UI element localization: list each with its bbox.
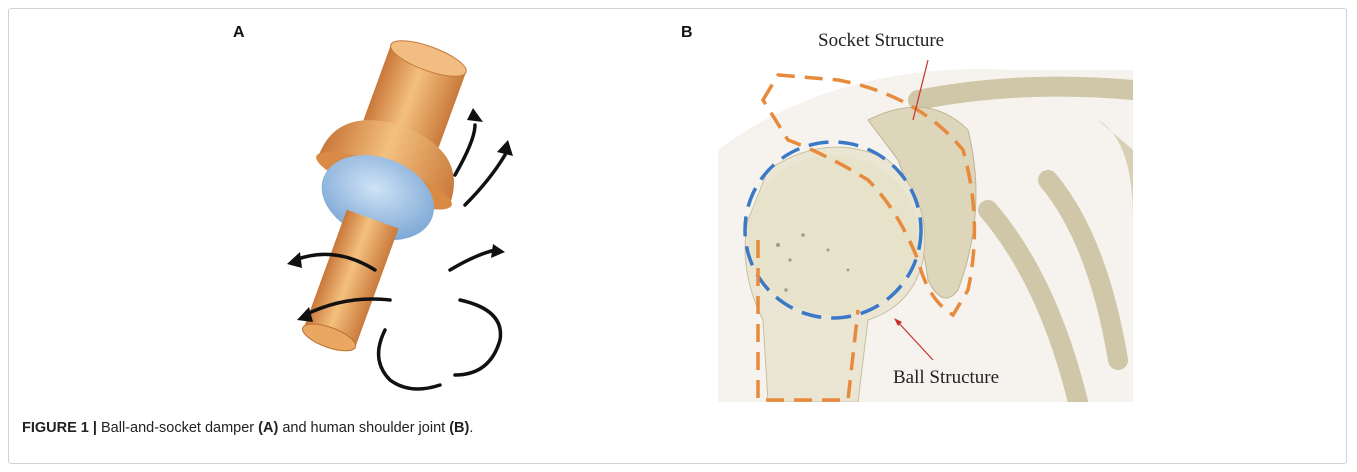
- panel-b-label: B: [681, 24, 693, 42]
- caption-text-2: and human shoulder joint: [278, 420, 449, 436]
- caption-text-1: Ball-and-socket damper: [97, 420, 258, 436]
- socket-structure-label: Socket Structure: [818, 30, 944, 52]
- caption-ref-b: (B): [449, 420, 469, 436]
- shoulder-joint-illustration: [718, 60, 1133, 402]
- caption-ref-a: (A): [258, 420, 278, 436]
- ball-and-socket-damper-illustration: [205, 30, 565, 410]
- ball-structure-label: Ball Structure: [893, 367, 999, 389]
- figure-caption: FIGURE 1 | Ball-and-socket damper (A) an…: [22, 420, 473, 436]
- caption-text-3: .: [469, 420, 473, 436]
- figure-id: FIGURE 1 |: [22, 420, 97, 436]
